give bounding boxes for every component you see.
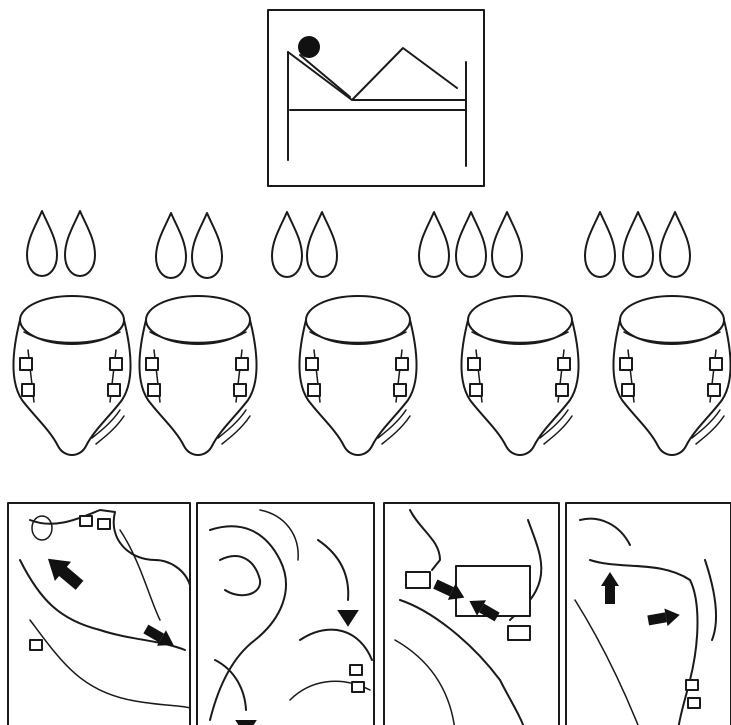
drop-icon bbox=[492, 212, 522, 277]
drop-icon bbox=[456, 212, 486, 277]
drop-icon bbox=[156, 213, 186, 278]
absorbency-level-4 bbox=[419, 212, 522, 277]
absorbency-level-5 bbox=[585, 212, 690, 277]
drop-icon bbox=[65, 211, 95, 276]
drop-icon bbox=[192, 213, 222, 278]
step-3-fasten-tabs-icon bbox=[384, 503, 559, 725]
adult-brief-icon bbox=[462, 296, 579, 455]
drop-icon bbox=[272, 212, 302, 277]
absorbency-level-3 bbox=[272, 212, 337, 277]
adult-brief-icon bbox=[614, 296, 731, 455]
adult-brief-icon bbox=[14, 296, 131, 455]
drop-icon bbox=[419, 212, 449, 277]
person-lying-in-bed-icon bbox=[268, 10, 484, 186]
absorbency-level-1 bbox=[27, 211, 95, 276]
drop-icon bbox=[585, 212, 615, 277]
absorbency-level-2 bbox=[156, 213, 222, 278]
step-4-adjust-fit-icon bbox=[566, 503, 731, 725]
step-1-position-brief-icon bbox=[8, 503, 190, 725]
drop-icon bbox=[660, 212, 690, 277]
step-2-roll-patient-icon bbox=[197, 503, 374, 725]
adult-brief-icon bbox=[140, 296, 257, 455]
drop-icon bbox=[27, 211, 57, 276]
drop-icon bbox=[623, 212, 653, 277]
drop-icon bbox=[307, 212, 337, 277]
adult-brief-icon bbox=[300, 296, 417, 455]
